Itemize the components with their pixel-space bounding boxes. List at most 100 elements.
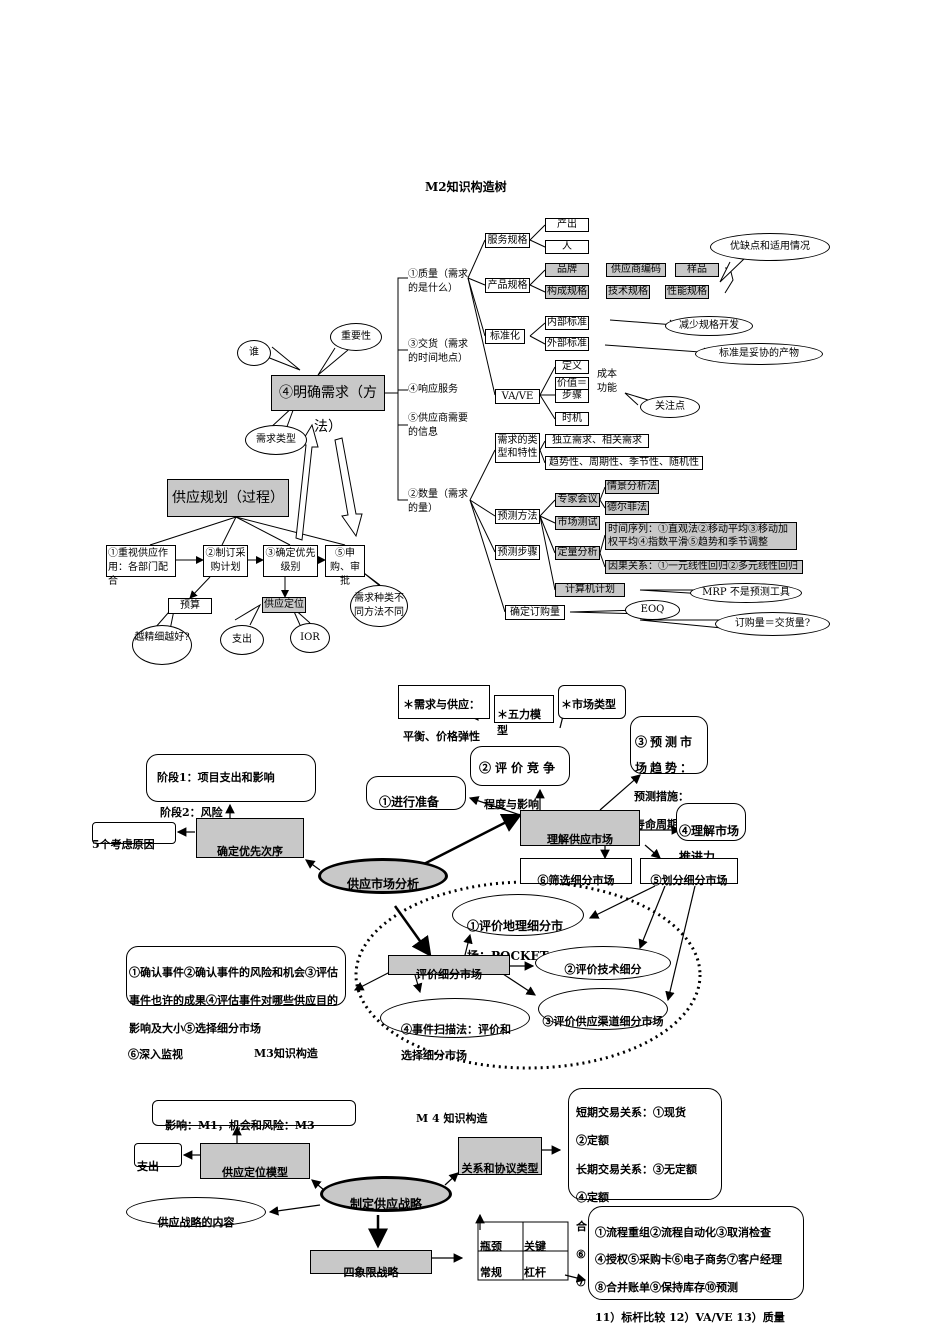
tools-line-3: ⑧合并账单⑨保持库存⑩预测 <box>595 1281 738 1294</box>
relation-detail-1: 短期交易关系：①现货 <box>576 1106 686 1119</box>
forecast-measures: 预测措施： <box>634 790 689 803</box>
mrp-note: MRP 不是预测工具 <box>690 583 802 603</box>
relation-detail-box <box>568 1088 722 1200</box>
screen-segments: ⑥筛选细分市场 <box>520 858 632 887</box>
forecast-market-test: 市场测试 <box>555 516 600 530</box>
stage-box: 阶段1：项目支出和影响 <box>146 754 316 802</box>
step-2: ②制订采购计划 <box>203 545 248 577</box>
supply-demand-box: ＊需求与供应： <box>398 685 490 719</box>
relation-extra-3: ⑦ <box>576 1276 586 1289</box>
branch-delivery: ③交货（需求的时间地点） <box>408 339 468 364</box>
spec-supplier-code: 供应商编码 <box>606 263 666 277</box>
budget-box: 预算 <box>168 598 212 614</box>
vave-value-formula: 成本功能 <box>597 369 617 394</box>
stage-2: 阶段2：风险 <box>160 806 223 819</box>
eval-channel: ③评价供应渠道细分市场 <box>538 988 668 1030</box>
relation-detail-2: ②定额 <box>576 1134 609 1147</box>
m2-planning-node: 供应规划（过程） <box>167 479 289 517</box>
expert-delphi: 德尔菲法 <box>605 501 649 515</box>
vave-note: 关注点 <box>640 396 700 418</box>
relation-extra-2: ⑥ <box>576 1248 586 1261</box>
forecast-quant: 定量分析 <box>555 546 600 560</box>
branch-quantity: ②数量（需求的量） <box>408 489 468 514</box>
standard-note-2: 标准是妥协的产物 <box>695 343 823 365</box>
relation-detail-4: ④定额 <box>576 1191 609 1204</box>
content-node: 供应战略的内容 <box>126 1197 266 1229</box>
m3-center-node: 供应市场分析 <box>318 858 448 894</box>
quadrant-routine: 常规 <box>480 1266 502 1279</box>
eoq-node: EOQ <box>625 600 680 620</box>
eoq-note: 订购量＝交货量? <box>715 612 830 636</box>
priority-box: 确定优先次序 <box>196 818 304 858</box>
step-5: ⑤申购、审批 <box>325 545 365 587</box>
four-quadrant-box: 四象限战略 <box>310 1250 432 1279</box>
eval-segment: 评价细分市场 <box>388 955 510 981</box>
position-box: 供应定位 <box>262 597 306 613</box>
m2-center-node: ④明确需求（方法） <box>271 375 385 435</box>
quadrant-critical: 关键 <box>524 1240 546 1253</box>
forecast-expert: 专家会议 <box>555 493 600 507</box>
forecast-methods: 预测方法 <box>495 509 540 524</box>
callout-importance: 重要性 <box>330 323 382 351</box>
forecast-trend-box: ③预测市场趋势： <box>630 716 708 775</box>
m4-center-node: 制定供应战略 <box>320 1176 452 1212</box>
branch-supplier-info: ⑤供应商需要的信息 <box>408 413 468 438</box>
product-note: 优缺点和适用情况 <box>710 233 830 261</box>
life-cycle: 寿命周期 <box>634 818 678 831</box>
tools-line-1: ①流程重组②流程自动化③取消检查 <box>595 1226 771 1239</box>
spend-box: 支出 <box>134 1143 182 1173</box>
spec-composition: 构成规格 <box>545 285 589 299</box>
eval-geo: ①评价地理细分市场：POCKET <box>452 894 584 963</box>
reasons-box <box>92 822 176 844</box>
event-scan: ④事件扫描法：评价和选择细分市场 <box>380 998 530 1062</box>
spec-performance: 性能规格 <box>665 285 709 299</box>
market-type-box: ＊市场类型 <box>558 685 626 719</box>
step-1: ①重视供应作用：各部门配合 <box>106 545 176 587</box>
demand-patterns: 趋势性、周期性、季节性、随机性 <box>545 456 703 470</box>
forecast-steps: 预测步骤 <box>495 545 540 560</box>
service-output: 产出 <box>545 218 589 232</box>
vave-steps: 步骤 <box>555 389 589 403</box>
model-box: 供应定位模型 <box>200 1143 310 1179</box>
m4-title: M 4 知识构造 <box>416 1112 488 1125</box>
standard-external: 外部标准 <box>545 337 589 351</box>
standardization: 标准化 <box>485 329 525 344</box>
demand-independent: 独立需求、相关需求 <box>545 434 649 448</box>
vave-timing: 时机 <box>555 412 589 426</box>
influence-box: 影响：M1，机会和风险：M3 <box>152 1100 356 1132</box>
drivers-box: ④理解市场推进力 <box>676 803 746 864</box>
step-3: ③确定优先级别 <box>263 545 318 577</box>
quant-causal: 因果关系：①一元线性回归②多元线性回归 <box>605 560 803 574</box>
tools-box <box>588 1206 804 1300</box>
spec-technical: 技术规格 <box>606 285 650 299</box>
branch-service: ④响应服务 <box>408 384 458 395</box>
m3-title: M3知识构造 <box>254 1047 318 1060</box>
vave: VA/VE <box>495 389 540 404</box>
quadrant-leverage: 杠杆 <box>524 1266 546 1279</box>
order-quantity: 确定订购量 <box>505 605 565 620</box>
forecast-computer: 计算机计划 <box>555 583 625 597</box>
vave-definition: 定义 <box>555 360 589 374</box>
branch-quality: ①质量（需求的是什么） <box>408 269 468 294</box>
demand-types: 需求的类型和特性 <box>495 433 540 463</box>
relation-box: 关系和协议类型 <box>458 1137 542 1175</box>
relation-detail-3: 长期交易关系：③无定额 <box>576 1163 697 1176</box>
five-forces-box: ＊五力模型 <box>494 695 554 737</box>
quant-time-series: 时间序列：①直观法②移动平均③移动加权平均④指数平滑⑤趋势和季节调整 <box>605 522 797 550</box>
relation-extra-1: 合 <box>576 1220 587 1233</box>
eval-tech: ②评价技术细分 <box>535 946 671 980</box>
service-people: 人 <box>545 240 589 254</box>
prepare-box: ①进行准备 <box>366 776 466 810</box>
reasons-text: 5个考虑原因 <box>92 838 155 851</box>
expert-scenario: 情景分析法 <box>605 480 659 494</box>
apply-note: 需求种类不同方法不同 <box>350 585 408 627</box>
understand-market: 理解供应市场 <box>520 810 640 846</box>
tools-line-4: 11）标杆比较 12）VA/VE 13）质量 <box>595 1311 785 1324</box>
quadrant-bottleneck: 瓶颈 <box>480 1240 502 1253</box>
spec-brand: 品牌 <box>545 263 589 277</box>
service-spec: 服务规格 <box>485 233 530 248</box>
competition-box: ②评价竞争 <box>470 746 570 786</box>
tools-line-2: ④授权⑤采购卡⑥电子商务⑦客户经理 <box>595 1253 782 1266</box>
spec-sample: 样品 <box>675 263 719 277</box>
